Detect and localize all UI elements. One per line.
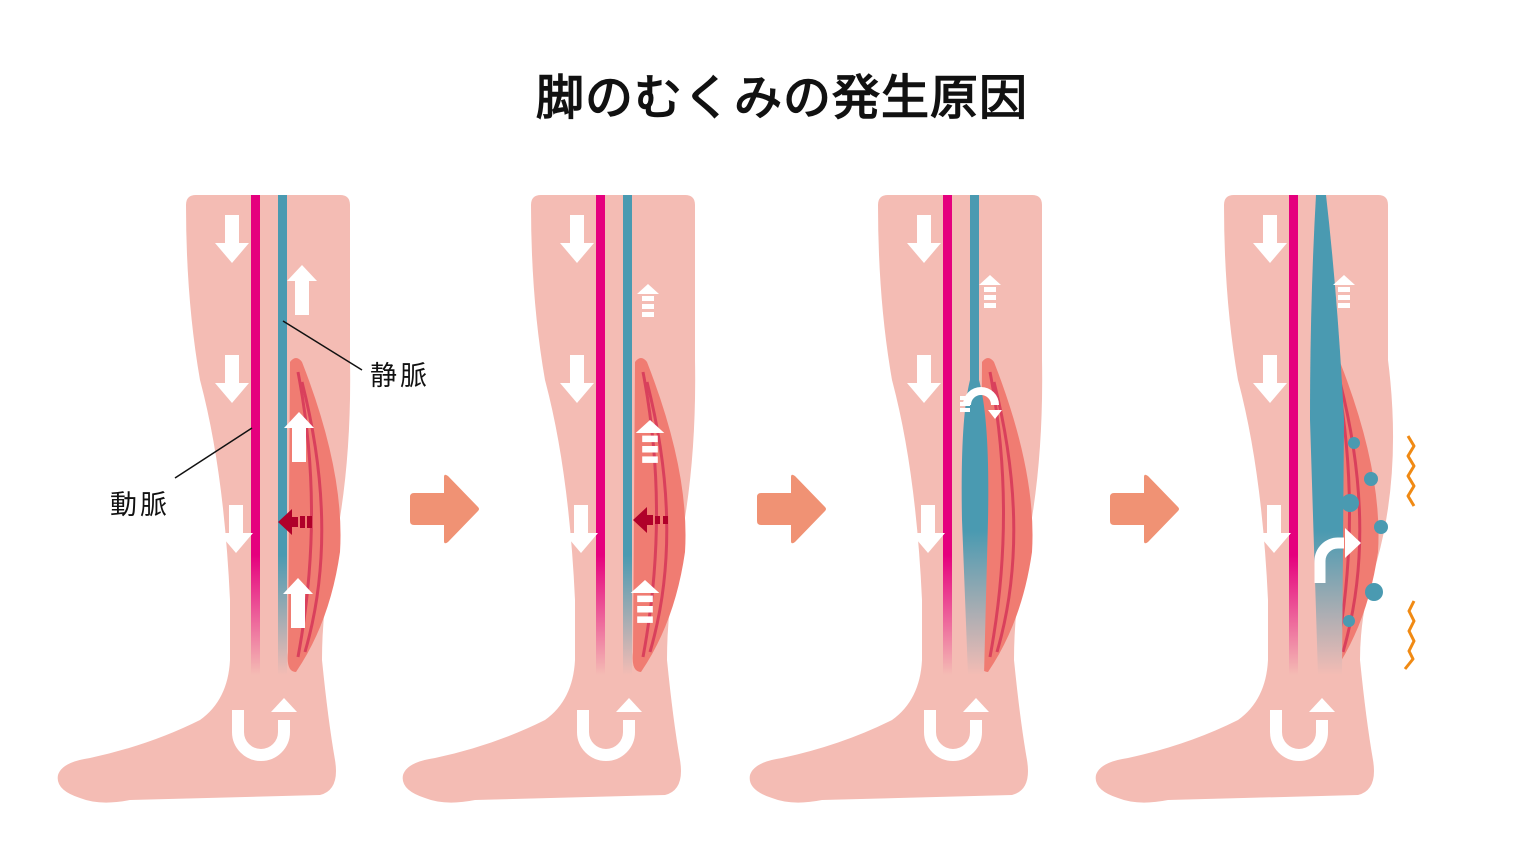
down-arrow-icon <box>215 215 249 263</box>
muscle-pressure-arrow-icon <box>278 509 312 535</box>
down-arrow-icon <box>219 505 253 553</box>
leg-silhouette <box>402 195 696 803</box>
up-arrow-icon <box>284 412 314 462</box>
up-arrow-icon <box>287 265 317 315</box>
fluid-droplet <box>1364 472 1378 486</box>
artery-line <box>251 195 260 675</box>
fluid-droplet <box>1348 437 1360 449</box>
down-arrow-icon <box>911 505 945 553</box>
artery-line <box>1289 195 1298 675</box>
down-arrow-icon <box>215 355 249 403</box>
leak-arrow-icon <box>1314 528 1361 583</box>
down-arrow-icon <box>560 355 594 403</box>
u-turn-arrow-icon <box>232 698 297 761</box>
leg-silhouette <box>57 195 351 803</box>
vein-line <box>278 195 287 675</box>
down-arrow-icon <box>564 505 598 553</box>
weak-up-arrow-icon <box>630 580 660 623</box>
down-arrow-icon <box>907 355 941 403</box>
down-arrow-icon <box>907 215 941 263</box>
next-step-arrow-icon <box>757 474 826 544</box>
leg-panel-4 <box>1095 195 1416 803</box>
fluid-droplet <box>1343 615 1355 627</box>
u-turn-arrow-icon <box>924 698 989 761</box>
muscle-pressure-arrow-icon <box>633 507 668 533</box>
fluid-droplet <box>1374 520 1388 534</box>
up-arrow-icon <box>283 578 313 628</box>
next-step-arrow-icon <box>410 474 479 544</box>
u-turn-arrow-icon <box>577 698 642 761</box>
swelling-zigzag-icon <box>1403 600 1416 670</box>
down-arrow-icon <box>1253 215 1287 263</box>
artery-line <box>943 195 952 675</box>
down-arrow-icon <box>560 215 594 263</box>
fluid-droplet <box>1341 494 1359 512</box>
artery-line <box>596 195 605 675</box>
u-turn-arrow-icon <box>1270 698 1335 761</box>
leg-panel-2 <box>402 195 696 803</box>
artery-label: 動脈 <box>110 490 170 521</box>
vein-label: 静脈 <box>370 361 430 392</box>
swelling-zigzag-icon <box>1406 435 1416 507</box>
artery-leader-line <box>174 427 253 479</box>
leg-panel-1 <box>57 195 351 803</box>
weak-up-arrow-icon <box>1333 275 1355 308</box>
diagram-title: 脚のむくみの発生原因 <box>536 70 1028 126</box>
down-arrow-icon <box>1257 505 1291 553</box>
next-step-arrow-icon <box>1110 474 1179 544</box>
weak-up-arrow-icon <box>635 420 665 463</box>
weak-up-arrow-icon <box>637 284 659 317</box>
swollen-vein <box>961 195 989 675</box>
calf-muscle <box>979 358 1033 672</box>
fluid-droplet <box>1365 583 1383 601</box>
vein-leader-line <box>282 320 363 371</box>
backflow-arrow-icon <box>960 387 1002 419</box>
vein-line <box>623 195 632 675</box>
down-arrow-icon <box>1253 355 1287 403</box>
weak-up-arrow-icon <box>979 275 1001 308</box>
leg-panel-3 <box>749 195 1043 803</box>
